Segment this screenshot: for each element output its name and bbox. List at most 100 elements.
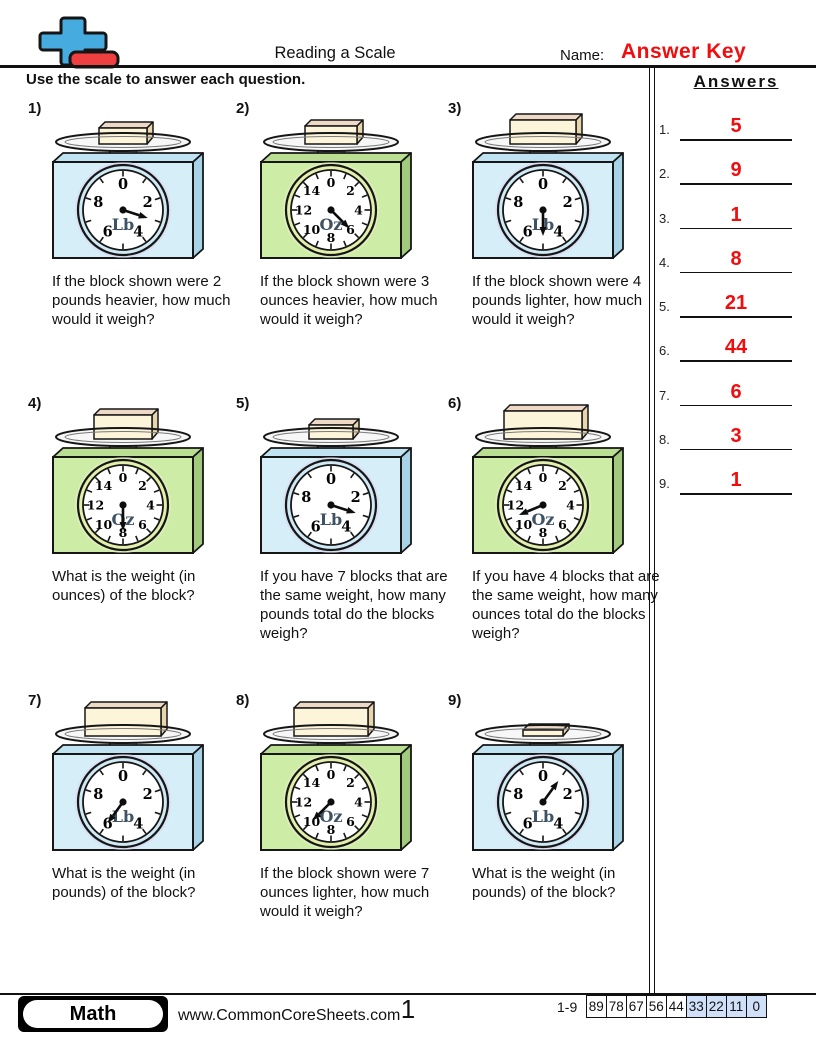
score-cell: 56 bbox=[645, 995, 667, 1018]
footer-rule bbox=[0, 993, 816, 995]
score-range-label: 1-9 bbox=[557, 999, 578, 1015]
svg-text:4: 4 bbox=[133, 815, 143, 832]
answer-number: 5. bbox=[659, 299, 670, 314]
question-text: If the block shown were 4 pounds lighter… bbox=[472, 273, 643, 328]
svg-text:0: 0 bbox=[118, 176, 128, 193]
problem-number: 9) bbox=[448, 692, 462, 709]
answer-number: 7. bbox=[659, 387, 670, 403]
subject-badge: Math bbox=[18, 996, 168, 1032]
svg-text:Lb: Lb bbox=[320, 510, 342, 529]
svg-text:4: 4 bbox=[354, 795, 363, 810]
score-cell: 44 bbox=[665, 995, 687, 1018]
problem-number: 1) bbox=[28, 100, 42, 117]
score-cell: 0 bbox=[745, 995, 767, 1018]
svg-text:0: 0 bbox=[538, 768, 548, 785]
page-number: 1 bbox=[400, 994, 416, 1024]
answer-number: 1. bbox=[659, 122, 670, 137]
answer-number: 4. bbox=[659, 254, 670, 270]
answer-value: 6 bbox=[730, 380, 742, 403]
answer-number: 6. bbox=[659, 343, 670, 359]
svg-text:6: 6 bbox=[346, 222, 355, 237]
svg-text:0: 0 bbox=[327, 767, 336, 782]
svg-text:14: 14 bbox=[515, 478, 533, 493]
answer-number: 3. bbox=[659, 210, 670, 226]
problem-number: 3) bbox=[448, 100, 462, 117]
answer-line bbox=[680, 139, 792, 141]
answer-number: 8. bbox=[659, 431, 670, 447]
svg-text:8: 8 bbox=[301, 489, 311, 506]
svg-text:Oz: Oz bbox=[319, 215, 342, 234]
svg-text:Oz: Oz bbox=[531, 510, 554, 529]
svg-text:4: 4 bbox=[566, 498, 575, 513]
score-cell: 22 bbox=[705, 995, 727, 1018]
svg-text:12: 12 bbox=[295, 203, 312, 218]
svg-text:0: 0 bbox=[326, 471, 336, 488]
svg-text:0: 0 bbox=[118, 768, 128, 785]
name-label: Name: bbox=[560, 47, 605, 64]
svg-text:2: 2 bbox=[558, 478, 567, 493]
answer-value: 21 bbox=[724, 292, 748, 314]
score-cell: 67 bbox=[625, 995, 647, 1018]
score-cell: 11 bbox=[725, 995, 747, 1018]
score-cell: 78 bbox=[605, 995, 627, 1018]
svg-text:6: 6 bbox=[103, 223, 113, 240]
header-rule bbox=[0, 65, 816, 68]
score-cell: 33 bbox=[685, 995, 707, 1018]
question-text: If the block shown were 7 ounces lighter… bbox=[260, 865, 430, 920]
question-text: What is the weight (in pounds) of the bl… bbox=[472, 865, 616, 901]
answer-line bbox=[680, 271, 792, 274]
answer-line bbox=[680, 448, 792, 451]
svg-text:0: 0 bbox=[119, 470, 128, 485]
answers-title: Answers bbox=[693, 72, 779, 91]
svg-text:2: 2 bbox=[563, 194, 573, 211]
answer-value: 1 bbox=[730, 203, 742, 226]
svg-text:6: 6 bbox=[523, 815, 533, 832]
svg-text:10: 10 bbox=[515, 517, 533, 532]
instruction-text: Use the scale to answer each question. bbox=[26, 71, 306, 88]
answers-divider-line bbox=[649, 65, 655, 994]
question-text: What is the weight (in ounces) of the bl… bbox=[52, 568, 196, 604]
svg-text:Lb: Lb bbox=[532, 807, 554, 826]
answer-value: 5 bbox=[730, 115, 742, 137]
svg-text:2: 2 bbox=[346, 183, 355, 198]
answer-value: 3 bbox=[730, 424, 742, 447]
svg-text:8: 8 bbox=[93, 194, 103, 211]
answer-number: 9. bbox=[659, 476, 670, 491]
svg-text:4: 4 bbox=[146, 498, 155, 513]
svg-text:2: 2 bbox=[563, 786, 573, 803]
answer-line bbox=[680, 493, 792, 495]
subject-label: Math bbox=[23, 1000, 163, 1028]
svg-text:8: 8 bbox=[513, 194, 523, 211]
svg-text:8: 8 bbox=[539, 525, 548, 540]
svg-text:Lb: Lb bbox=[112, 215, 134, 234]
svg-text:12: 12 bbox=[507, 498, 524, 513]
answer-line bbox=[680, 183, 792, 185]
svg-text:12: 12 bbox=[87, 498, 104, 513]
svg-text:12: 12 bbox=[295, 795, 312, 810]
svg-text:10: 10 bbox=[95, 517, 113, 532]
svg-text:0: 0 bbox=[327, 175, 336, 190]
problem-number: 4) bbox=[28, 395, 42, 412]
problem-number: 7) bbox=[28, 692, 42, 709]
question-text: What is the weight (in pounds) of the bl… bbox=[52, 865, 196, 901]
problem-number: 6) bbox=[448, 395, 462, 412]
svg-text:4: 4 bbox=[133, 223, 143, 240]
problem-number: 8) bbox=[236, 692, 250, 709]
problem-number: 2) bbox=[236, 100, 250, 117]
